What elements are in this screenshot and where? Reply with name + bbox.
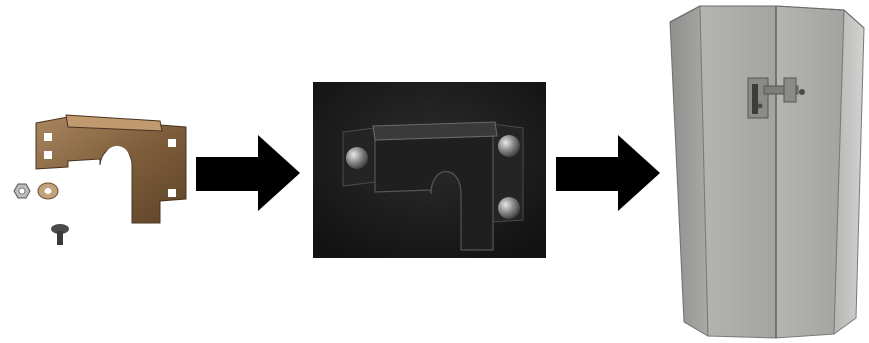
square-hole	[168, 139, 176, 147]
hasp-bracket-parts-image	[0, 95, 200, 265]
bolt-head	[346, 147, 368, 169]
square-hole	[44, 133, 52, 141]
cabinet-right-door	[776, 6, 844, 338]
right-arrow-icon	[196, 135, 300, 211]
cabinet-with-hasp-image	[664, 0, 869, 343]
mounted-hasp-bracket-image	[313, 82, 546, 258]
square-hole	[168, 189, 176, 197]
hasp-bracket-parts-icon	[0, 95, 200, 265]
carriage-bolt	[51, 224, 69, 245]
hex-nut	[14, 184, 30, 198]
mounted-hasp-bracket-icon	[313, 82, 546, 258]
bracket-back-plate	[36, 117, 186, 223]
bolt-head	[498, 197, 520, 219]
cabinet-left-door	[700, 6, 776, 338]
washer	[38, 183, 58, 199]
bolt-head	[498, 135, 520, 157]
bracket-slot	[104, 146, 130, 223]
cabinet-with-hasp-icon	[664, 0, 869, 343]
square-hole	[44, 151, 52, 159]
right-arrow-icon	[556, 135, 660, 211]
